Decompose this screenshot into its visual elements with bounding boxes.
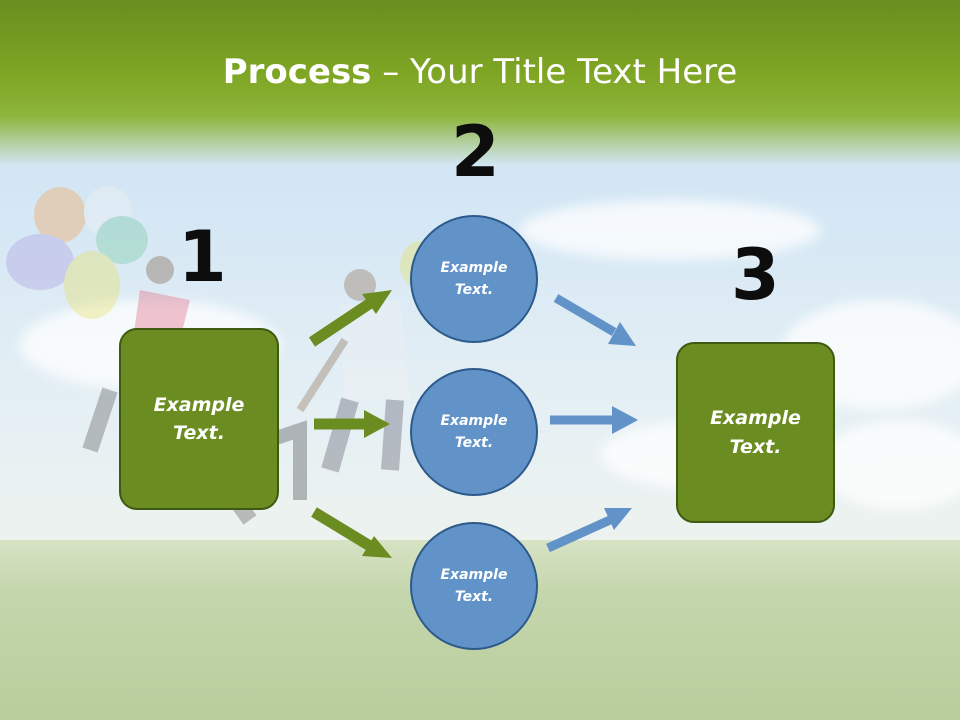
arrow-blue-right bbox=[550, 406, 638, 434]
slide-title: Process – Your Title Text Here bbox=[0, 52, 960, 92]
arrow-green-right bbox=[314, 410, 390, 438]
cloud bbox=[820, 420, 960, 510]
arrow-green-down bbox=[311, 507, 392, 558]
circle-top-line2: Text. bbox=[454, 282, 494, 298]
left-box-line1: Example bbox=[153, 393, 245, 416]
arrow-blue-up bbox=[546, 508, 632, 553]
step-number-2: 2 bbox=[451, 111, 500, 193]
left-box-line2: Text. bbox=[173, 422, 225, 444]
step-number-3: 3 bbox=[731, 234, 780, 316]
title-rest: – Your Title Text Here bbox=[371, 52, 738, 92]
title-bar bbox=[0, 0, 960, 165]
title-bold: Process bbox=[222, 52, 372, 92]
circle-top-line1: Example bbox=[440, 259, 508, 276]
step-number-1: 1 bbox=[178, 216, 227, 298]
cloud bbox=[520, 200, 820, 260]
circle-bottom-line1: Example bbox=[440, 566, 508, 583]
circle-bottom-line2: Text. bbox=[454, 589, 494, 605]
circle-middle-line2: Text. bbox=[454, 435, 494, 451]
circle-middle-line1: Example bbox=[440, 412, 508, 429]
right-box-line1: Example bbox=[710, 407, 801, 429]
right-box-line2: Text. bbox=[729, 435, 782, 458]
arrow-blue-down bbox=[553, 294, 636, 346]
arrow-green-up bbox=[308, 290, 392, 347]
